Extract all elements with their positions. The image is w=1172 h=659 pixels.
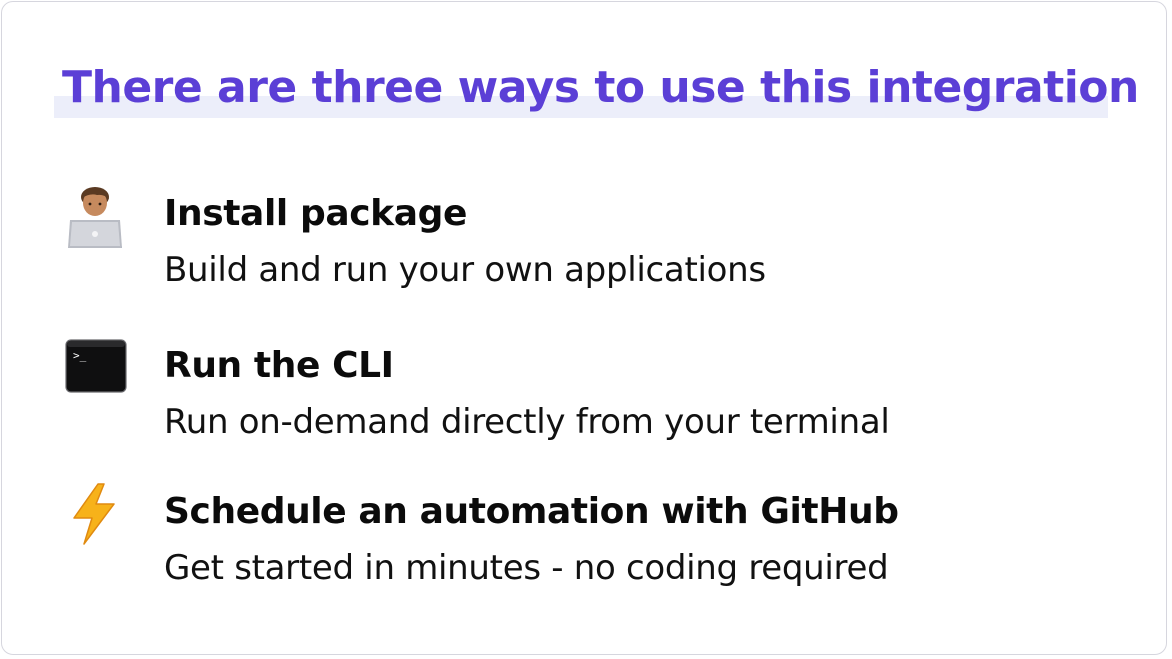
option-heading: Install package	[164, 193, 467, 234]
option-run-cli: >_ Run the CLI Run on-demand directly fr…	[64, 332, 1064, 442]
page-title: There are three ways to use this integra…	[62, 62, 1139, 113]
option-description: Get started in minutes - no coding requi…	[164, 548, 889, 588]
title-block: There are three ways to use this integra…	[54, 58, 1139, 120]
option-heading: Run the CLI	[164, 345, 394, 386]
option-heading: Schedule an automation with GitHub	[164, 491, 899, 532]
svg-text:>_: >_	[73, 349, 87, 362]
option-install-package: Install package Build and run your own a…	[64, 180, 1064, 290]
option-description: Run on-demand directly from your termina…	[164, 402, 890, 442]
technologist-laptop-icon	[64, 184, 128, 248]
terminal-icon: >_	[64, 336, 128, 400]
lightning-bolt-icon	[64, 482, 128, 546]
option-schedule-automation: Schedule an automation with GitHub Get s…	[64, 478, 1064, 588]
option-description: Build and run your own applications	[164, 250, 766, 290]
title-highlight	[54, 96, 1108, 118]
